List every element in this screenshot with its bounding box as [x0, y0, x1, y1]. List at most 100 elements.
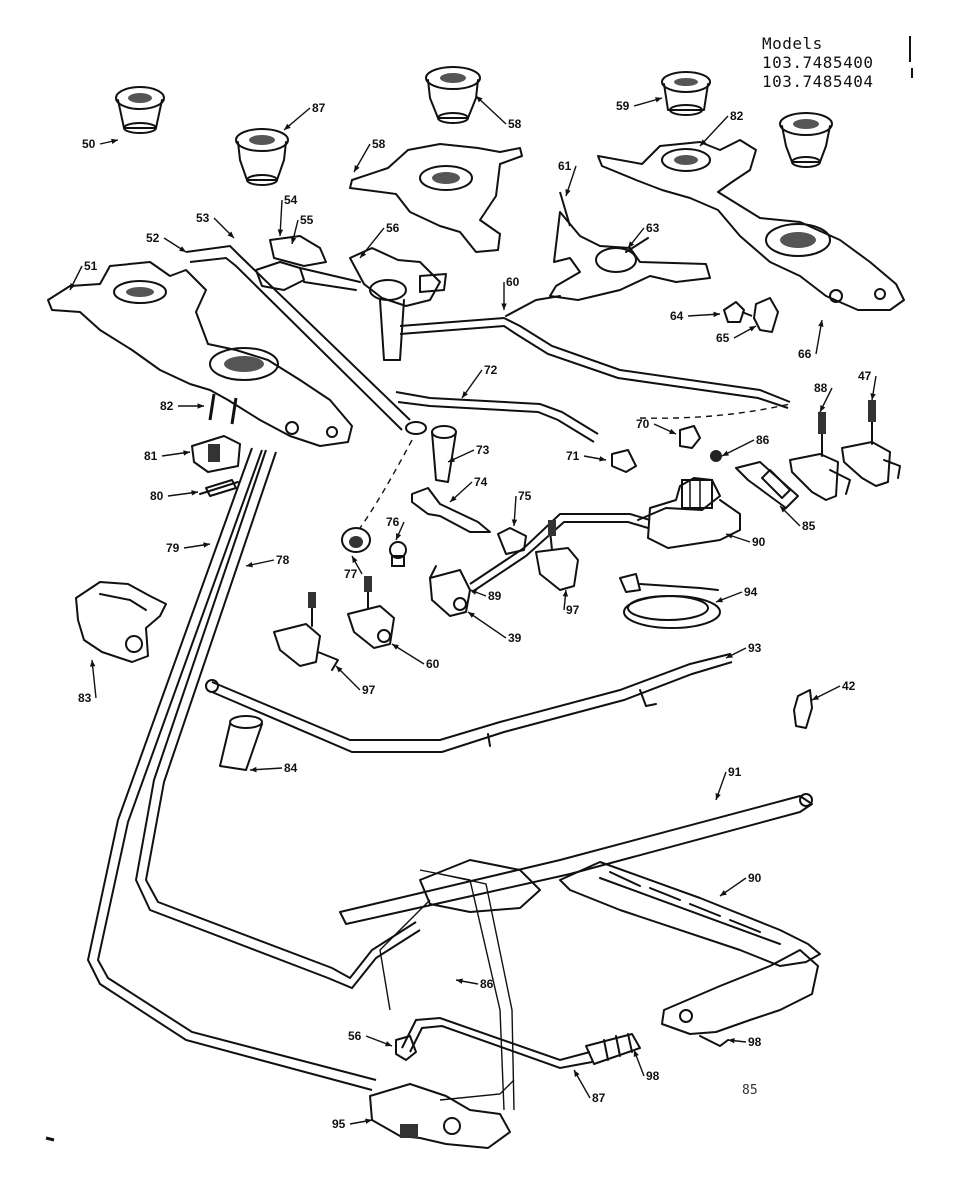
thermocouple-94 — [619, 573, 721, 629]
callout-arrowhead — [713, 311, 720, 318]
callout-72: 72 — [461, 363, 498, 399]
callout-label: 98 — [748, 1035, 762, 1049]
callout-label: 87 — [312, 101, 326, 115]
burner-cap-2 — [235, 128, 289, 186]
callout-63: 63 — [627, 221, 660, 249]
callout-arrowhead — [450, 495, 457, 502]
callout-arrowhead — [250, 766, 257, 773]
callout-label: 47 — [858, 369, 872, 383]
callout-label: 81 — [144, 449, 158, 463]
callout-arrowhead — [565, 189, 571, 196]
callout-arrowhead — [290, 237, 297, 244]
burner-cap-5 — [779, 112, 833, 168]
callout-label: 39 — [508, 631, 522, 645]
regulator-83 — [75, 581, 167, 663]
fitting-75 — [497, 527, 527, 555]
callout-arrowhead — [700, 139, 707, 146]
callout-arrowhead — [722, 450, 729, 456]
callout-50: 50 — [82, 137, 119, 151]
callout-arrowhead — [715, 793, 721, 800]
orifice-fitting-85 — [735, 461, 799, 509]
valve-97-left — [273, 592, 339, 671]
callout-label: 80 — [150, 489, 164, 503]
callout-arrowhead — [352, 556, 358, 563]
models-heading: Models — [762, 34, 823, 53]
cap-76 — [389, 541, 407, 567]
callout-label: 86 — [480, 977, 494, 991]
callout-arrowhead — [396, 533, 402, 540]
callout-label: 78 — [276, 553, 290, 567]
callout-arrowhead — [818, 320, 824, 327]
callout-78: 78 — [245, 553, 290, 568]
callout-58: 58 — [475, 95, 522, 131]
callout-label: 98 — [646, 1069, 660, 1083]
callout-arrowhead — [365, 1118, 372, 1124]
callout-56: 56 — [359, 221, 400, 259]
callout-arrowhead — [780, 506, 787, 513]
callout-label: 86 — [756, 433, 770, 447]
callout-83: 83 — [78, 659, 97, 705]
burner-assembly-left — [47, 261, 353, 447]
callout-87: 87 — [283, 101, 326, 131]
model-number-1: 103.7485400 — [762, 53, 874, 72]
callout-label: 88 — [814, 381, 828, 395]
callout-label: 53 — [196, 211, 210, 225]
clip-42 — [793, 689, 813, 729]
callout-label: 72 — [484, 363, 498, 377]
callout-label: 95 — [332, 1117, 346, 1131]
gas-line-79 — [86, 447, 377, 1091]
callout-label: 60 — [426, 657, 440, 671]
callout-arrowhead — [462, 391, 468, 398]
callout-51: 51 — [69, 259, 98, 291]
callout-64: 64 — [670, 309, 721, 323]
callout-label: 73 — [476, 443, 490, 457]
callout-label: 51 — [84, 259, 98, 273]
bracket-84 — [219, 715, 263, 771]
callout-label: 59 — [616, 99, 630, 113]
callout-39: 39 — [467, 611, 522, 645]
callout-arrowhead — [197, 403, 204, 409]
callout-47: 47 — [858, 369, 877, 401]
callout-arrowhead — [501, 303, 507, 310]
callout-label: 64 — [670, 309, 684, 323]
callout-label: 76 — [386, 515, 400, 529]
callout-label: 87 — [592, 1091, 606, 1105]
callout-arrowhead — [720, 890, 727, 896]
callout-arrowhead — [511, 519, 518, 526]
bracket-98 — [661, 949, 819, 1047]
callout-75: 75 — [511, 489, 532, 527]
callout-label: 91 — [728, 765, 742, 779]
main-valve-95 — [369, 1079, 515, 1149]
callout-label: 82 — [730, 109, 744, 123]
callout-arrowhead — [448, 456, 455, 462]
callout-arrowhead — [179, 246, 186, 252]
sleeve-73 — [431, 425, 457, 483]
callout-label: 58 — [508, 117, 522, 131]
callout-arrowhead — [111, 138, 118, 145]
callout-leader — [475, 95, 507, 125]
callout-arrowhead — [70, 283, 76, 290]
callout-arrowhead — [336, 666, 343, 673]
callout-arrowhead — [284, 123, 291, 130]
callout-arrowhead — [277, 229, 284, 236]
wires-86 — [379, 859, 541, 1111]
manifold-93 — [205, 653, 733, 753]
callout-65: 65 — [716, 325, 757, 345]
callout-58: 58 — [353, 137, 386, 173]
tube-87 — [401, 1016, 593, 1070]
callout-label: 74 — [474, 475, 488, 489]
callout-arrowhead — [476, 96, 483, 103]
callout-arrowhead — [354, 165, 360, 172]
callout-arrowhead — [89, 660, 96, 667]
callout-73: 73 — [447, 443, 490, 463]
callout-85: 85 — [779, 505, 816, 533]
callout-80: 80 — [150, 489, 199, 503]
callout-arrowhead — [628, 241, 635, 248]
callout-55: 55 — [290, 213, 314, 245]
callout-91: 91 — [715, 765, 742, 801]
callout-arrowhead — [227, 231, 234, 238]
valve-97-right — [535, 520, 579, 591]
callout-74: 74 — [449, 475, 488, 503]
callout-90: 90 — [725, 533, 766, 549]
